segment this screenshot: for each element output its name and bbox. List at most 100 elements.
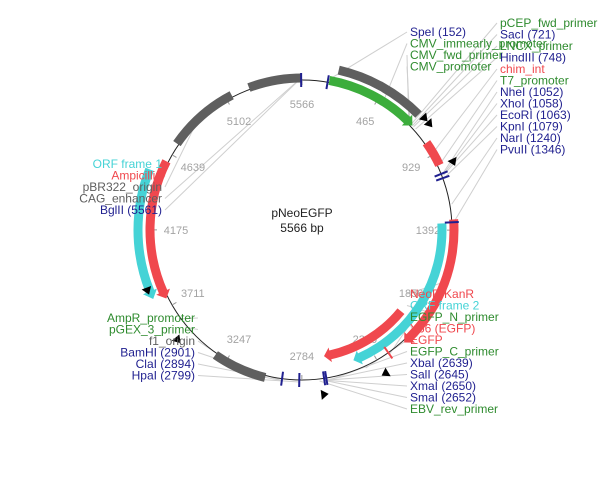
site-markers — [280, 72, 459, 387]
feature-arc-cag-enhancer[interactable] — [247, 73, 302, 92]
label-nari-1240[interactable]: NarI (1240) — [500, 131, 561, 145]
primer-arrow — [171, 334, 181, 344]
primer-arrow — [418, 112, 428, 122]
tick-marks: 4659291392185623202784324737114175463951… — [151, 80, 453, 381]
tick-label: 465 — [356, 116, 374, 128]
label-chim-int[interactable]: chim_int — [500, 62, 545, 76]
plasmid-name: pNeoEGFP — [271, 206, 332, 220]
label-cmv-immearly-promoter[interactable]: CMV_immearly_promoter — [410, 37, 547, 51]
label-ampr-promoter[interactable]: AmpR_promoter — [107, 311, 195, 325]
feature-arc-orf-frame-2[interactable] — [353, 223, 447, 365]
label-y66-egfp[interactable]: Y66 (EGFP) — [410, 322, 475, 336]
feature-labels: SpeI (152)CMV_immearly_promoterCMV_fwd_p… — [79, 16, 597, 416]
label-spei-152[interactable]: SpeI (152) — [410, 25, 466, 39]
label-xbai-2639[interactable]: XbaI (2639) — [410, 356, 473, 370]
label-egfp-n-primer[interactable]: EGFP_N_primer — [410, 310, 499, 324]
feature-arc-ampicillin[interactable] — [145, 159, 171, 299]
primer-arrow — [423, 118, 433, 128]
site-marker — [322, 371, 327, 386]
site-marker — [325, 75, 330, 90]
tick-mark — [171, 302, 177, 306]
site-marker — [435, 174, 450, 182]
leader-line — [415, 57, 498, 130]
feature-arc-orf-frame-1[interactable] — [133, 167, 157, 299]
feature-arc-cmv-promoter[interactable] — [328, 76, 413, 126]
feature-arc-chim-int[interactable] — [422, 140, 444, 167]
leader-line — [326, 362, 408, 381]
label-orf-frame-1[interactable]: ORF frame 1 — [93, 157, 163, 171]
label-bamhi-2901[interactable]: BamHI (2901) — [120, 346, 195, 360]
leader-line — [319, 380, 408, 410]
label-egfp[interactable]: EGFP — [410, 333, 443, 347]
label-t7-promoter[interactable]: T7_promoter — [500, 74, 569, 88]
tick-mark — [171, 154, 177, 158]
tick-label: 4175 — [164, 225, 188, 237]
label-lncx-primer[interactable]: LNCX_primer — [500, 39, 573, 53]
leader-line — [444, 126, 498, 178]
feature-arc-pbr322-origin[interactable] — [173, 91, 234, 147]
label-saci-721[interactable]: SacI (721) — [500, 28, 555, 42]
feature-arc-cag-region-inner[interactable] — [337, 65, 422, 118]
primer-arrow — [447, 156, 457, 166]
tick-label: 3711 — [181, 288, 205, 300]
label-orf-frame-2[interactable]: ORF frame 2 — [410, 299, 480, 313]
label-bglii-5561[interactable]: BglII (5561) — [100, 203, 162, 217]
leader-line — [164, 77, 302, 211]
label-nhei-1052[interactable]: NheI (1052) — [500, 85, 563, 99]
label-hpai-2799[interactable]: HpaI (2799) — [132, 369, 195, 383]
site-marker — [444, 220, 459, 224]
primer-arrows — [141, 112, 457, 400]
label-xhoi-1058[interactable]: XhoI (1058) — [500, 97, 563, 111]
label-hindiii-748[interactable]: HindIII (748) — [500, 51, 566, 65]
label-cmv-fwd-primer[interactable]: CMV_fwd_primer — [410, 48, 503, 62]
label-clai-2894[interactable]: ClaI (2894) — [136, 357, 195, 371]
label-cag-enhancer[interactable]: CAG_enhancer — [79, 192, 162, 206]
leader-line — [453, 149, 498, 223]
feature-arc-f1-origin[interactable] — [212, 351, 267, 382]
leader-line — [325, 374, 408, 381]
tick-label: 5566 — [290, 99, 314, 111]
tick-label: 1392 — [416, 225, 440, 237]
feature-arc-neor-kanr[interactable] — [404, 219, 459, 343]
leader-line — [164, 77, 302, 199]
plasmid-length: 5566 bp — [280, 221, 324, 235]
label-cmv-promoter[interactable]: CMV_promoter — [410, 60, 491, 74]
label-kpni-1079[interactable]: KpnI (1079) — [500, 120, 563, 134]
leader-line — [451, 137, 498, 205]
feature-arc-egfp[interactable] — [323, 308, 405, 363]
label-egfp-c-primer[interactable]: EGFP_C_primer — [410, 345, 499, 359]
label-ebv-rev-primer[interactable]: EBV_rev_primer — [410, 402, 498, 416]
leader-line — [324, 379, 408, 387]
label-sali-2645[interactable]: SalI (2645) — [410, 368, 469, 382]
primer-arrow — [320, 389, 329, 400]
site-marker — [280, 371, 284, 386]
leader-line — [412, 34, 498, 126]
label-ecori-1063[interactable]: EcoRI (1063) — [500, 108, 571, 122]
site-marker — [324, 370, 329, 386]
label-smai-2652[interactable]: SmaI (2652) — [410, 391, 476, 405]
label-f1-origin[interactable]: f1_origin — [149, 334, 195, 348]
label-xmai-2650[interactable]: XmaI (2650) — [410, 379, 476, 393]
leader-line — [443, 114, 498, 176]
tick-label: 2784 — [290, 351, 314, 363]
label-pgex-3-primer[interactable]: pGEX_3_primer — [109, 323, 195, 337]
tick-mark — [373, 355, 378, 361]
leader-line — [413, 45, 498, 128]
site-marker — [434, 170, 448, 178]
label-pbr322-origin[interactable]: pBR322_origin — [83, 180, 162, 194]
leader-line — [410, 22, 498, 125]
leader-line — [178, 317, 199, 320]
label-pcep-fwd-primer[interactable]: pCEP_fwd_primer — [500, 16, 597, 30]
label-neor-kanr[interactable]: NeoR/KanR — [410, 287, 474, 301]
primer-arrow — [141, 285, 152, 295]
tick-label: 5102 — [227, 116, 251, 128]
leader-line — [438, 80, 498, 166]
leader-line — [432, 68, 498, 154]
leader-line — [406, 66, 411, 124]
label-pvuii-1346[interactable]: PvuII (1346) — [500, 143, 565, 157]
label-ampicillin[interactable]: Ampicillin — [111, 169, 162, 183]
site-marker — [383, 346, 394, 359]
feature-tracks — [133, 65, 459, 382]
